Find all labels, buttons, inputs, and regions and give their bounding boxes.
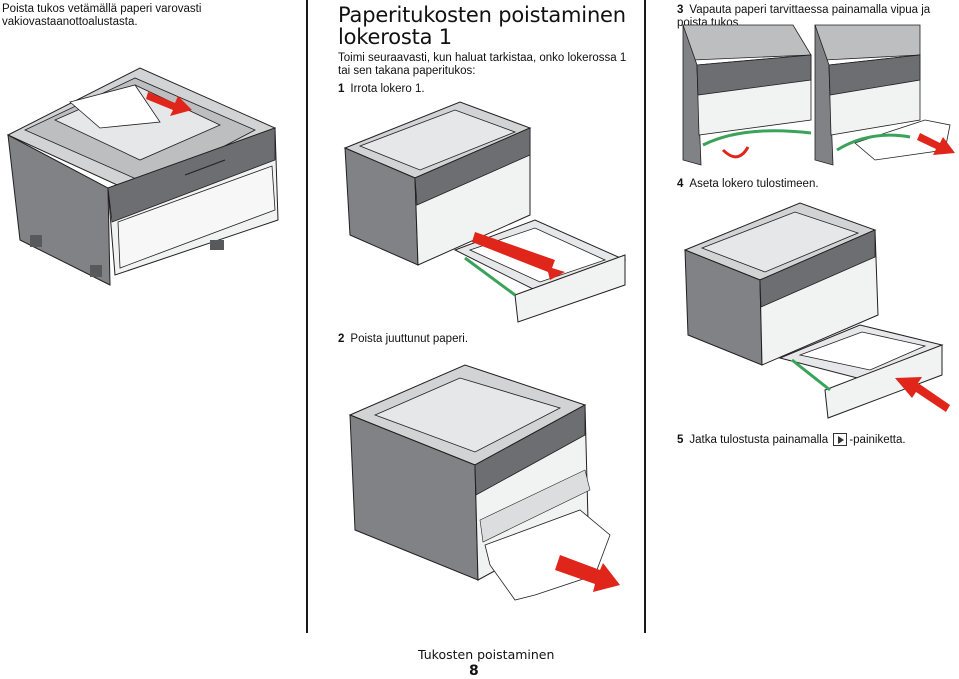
- footer-page-number: 8: [469, 663, 479, 679]
- release-lever-illustration-a: [682, 24, 812, 166]
- page-title: Paperitukosten poistaminen lokerosta 1: [338, 3, 626, 49]
- step-5-text-after: -painiketta.: [849, 434, 906, 446]
- step-1-text: Irrota lokero 1.: [350, 83, 425, 95]
- step-4: 4 Aseta lokero tulostimeen.: [677, 178, 819, 191]
- left-intro-text: Poista tukos vetämällä paperi varovasti …: [2, 3, 202, 28]
- play-button-icon: [833, 433, 848, 446]
- step-5-text-before: Jatka tulostusta painamalla: [689, 434, 829, 446]
- step-4-text: Aseta lokero tulostimeen.: [689, 178, 819, 190]
- column-divider-left: [306, 0, 308, 633]
- release-lever-illustration-b: [814, 24, 955, 166]
- step-3-number: 3: [677, 4, 684, 16]
- remove-jammed-paper-illustration: [348, 364, 620, 601]
- column-divider-right: [644, 0, 646, 633]
- step-1-number: 1: [338, 83, 345, 95]
- step-5: 5 Jatka tulostusta painamalla -painiketta…: [677, 433, 906, 447]
- step-1: 1 Irrota lokero 1.: [338, 83, 425, 96]
- remove-tray-illustration: [343, 101, 627, 323]
- footer-section-label: Tukosten poistaminen: [418, 647, 555, 662]
- step-2-text: Poista juuttunut paperi.: [350, 333, 469, 345]
- printer-output-bin-illustration: [6, 67, 279, 286]
- middle-intro-text: Toimi seuraavasti, kun haluat tarkistaa,…: [338, 52, 627, 77]
- step-2: 2 Poista juuttunut paperi.: [338, 333, 468, 346]
- step-5-number: 5: [677, 434, 684, 446]
- step-4-number: 4: [677, 178, 684, 190]
- step-2-number: 2: [338, 333, 345, 345]
- insert-tray-illustration: [683, 202, 950, 419]
